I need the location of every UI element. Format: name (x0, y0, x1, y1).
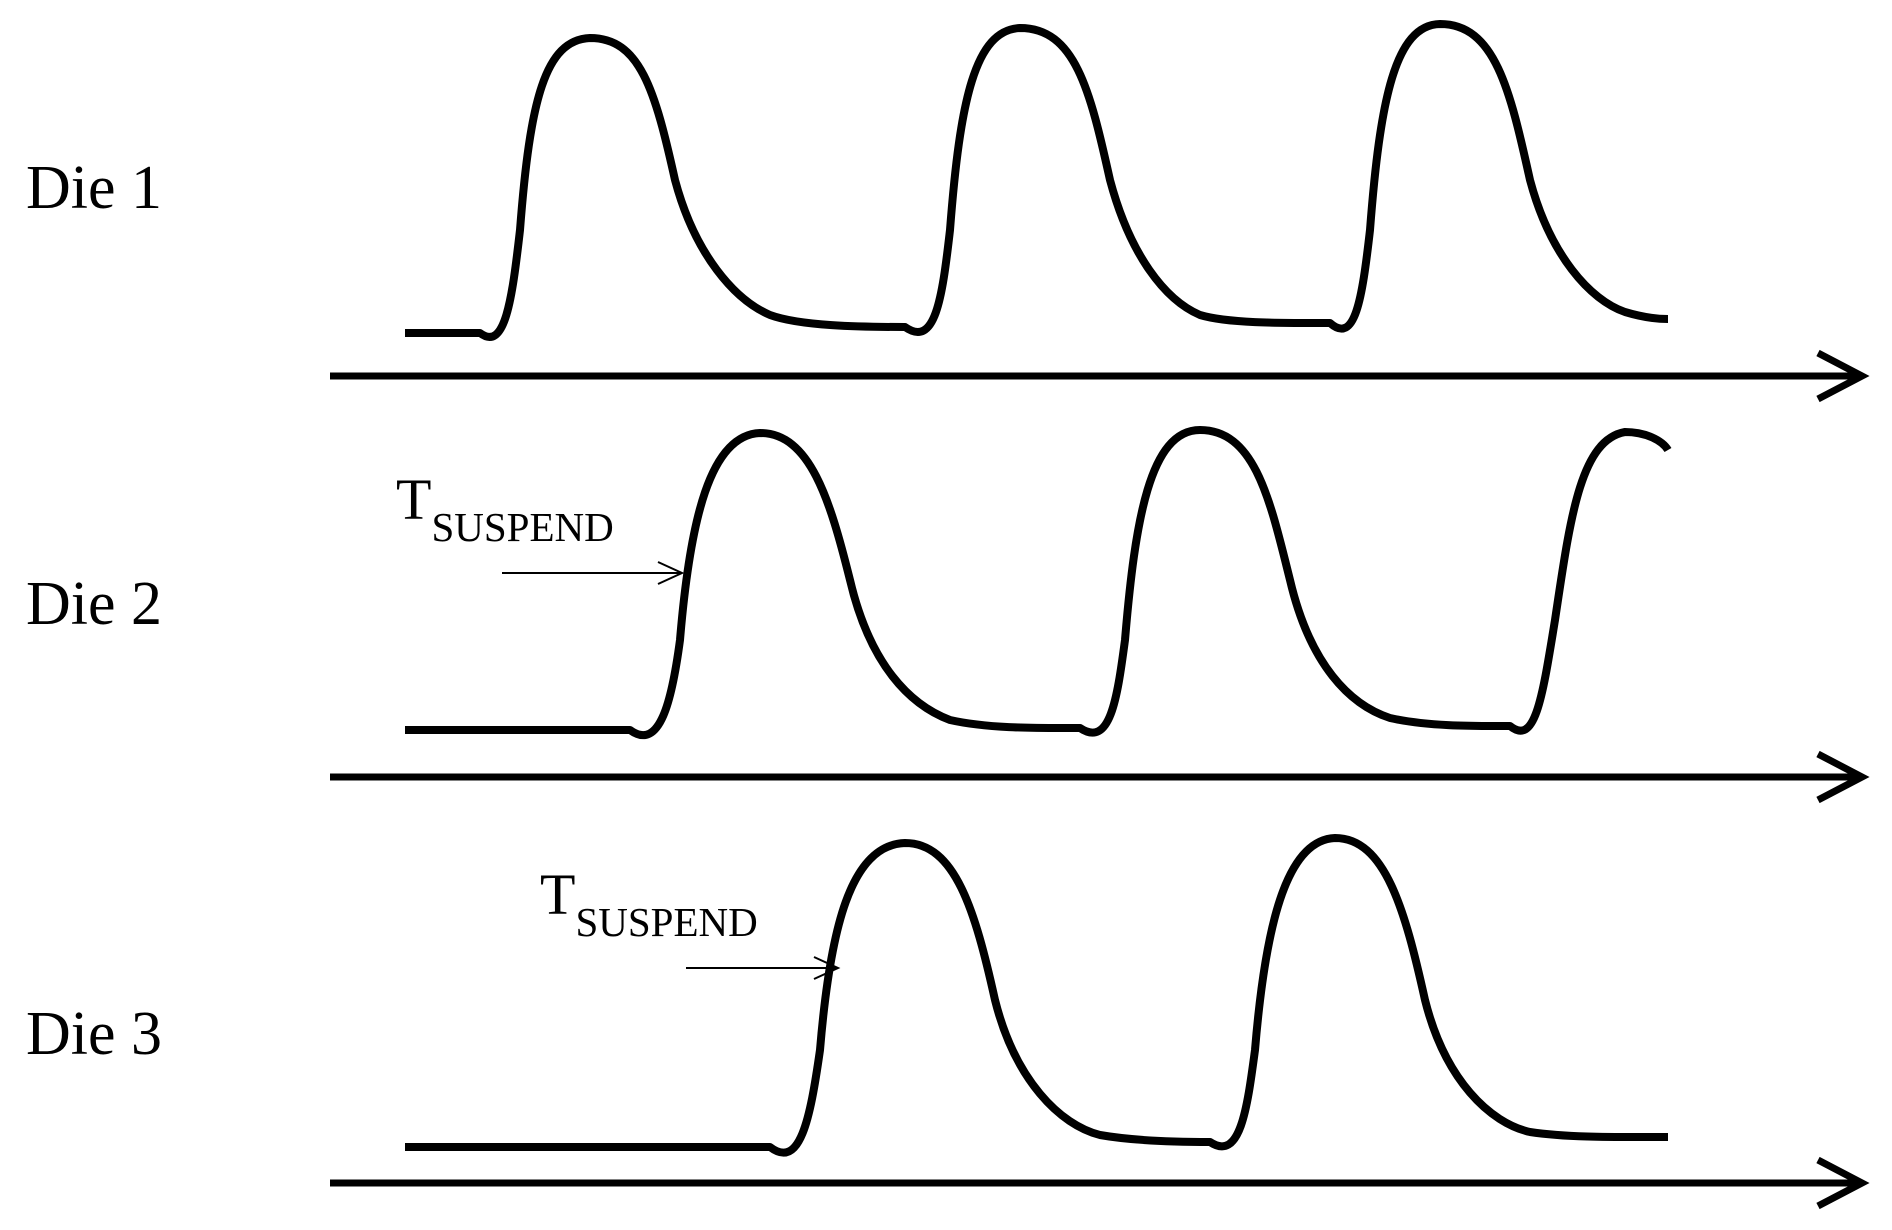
die-2-suspend-label: TSUSPEND (396, 471, 614, 548)
die-2-suspend-marker-arrowhead (657, 561, 685, 585)
die-3-waveform (405, 834, 1669, 1157)
die-3-suspend-label-main: T (540, 862, 576, 927)
die-1-row (330, 20, 1870, 403)
die-3-row (330, 834, 1870, 1210)
die-2-axis-arrowhead (1816, 750, 1870, 804)
die-1-axis-arrowhead (1816, 349, 1870, 403)
die-2-waveform (405, 426, 1672, 740)
die-1-label: Die 1 (26, 154, 163, 222)
die-1-waveform (405, 20, 1669, 341)
die-3-suspend-label: TSUSPEND (540, 866, 758, 943)
die-3-axis-arrowhead (1816, 1156, 1870, 1210)
die-2-row (330, 426, 1870, 804)
die-2-suspend-label-main: T (396, 467, 432, 532)
die-3-suspend-label-sub: SUSPEND (575, 899, 758, 945)
die-3-label: Die 3 (26, 1000, 163, 1068)
die-2-label: Die 2 (26, 570, 163, 638)
die-3-suspend-marker-arrowhead (813, 956, 841, 980)
die-2-suspend-label-sub: SUSPEND (431, 504, 614, 550)
